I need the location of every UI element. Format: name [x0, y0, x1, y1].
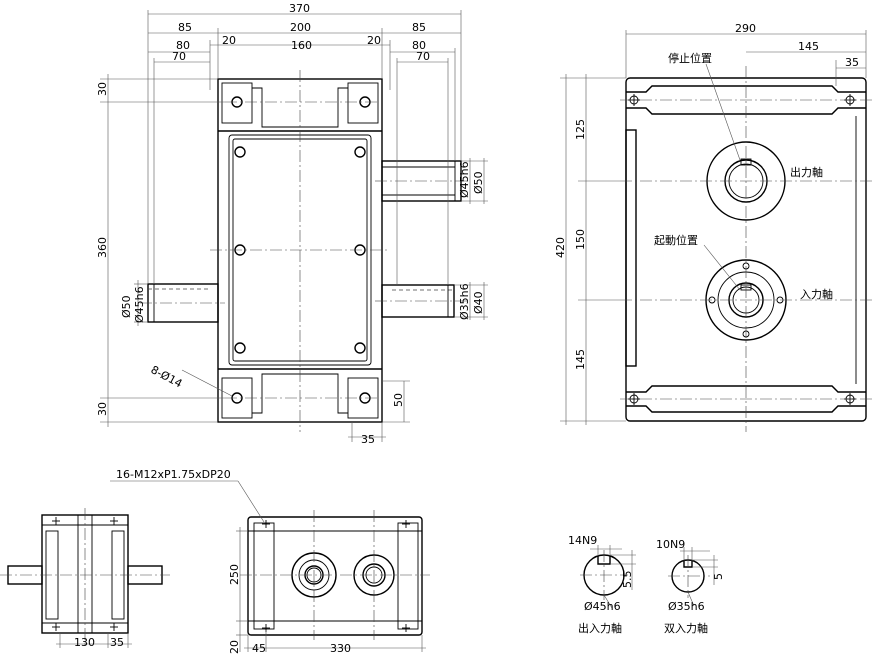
- foot-top-left: [221, 82, 253, 124]
- keyway-1-width: 14N9: [568, 534, 597, 547]
- side-dim-290: 290: [735, 22, 756, 35]
- foot-top-right: [347, 82, 379, 124]
- keyway-detail-2: 10N9 5 Ø35h6 双入力軸: [656, 538, 725, 635]
- keyway-detail-1: 14N9 5.5 Ø45h6 出入力軸: [568, 534, 636, 635]
- start-position-label: 起動位置: [654, 233, 698, 247]
- side-dim-150: 150: [574, 229, 587, 250]
- keyway-2-label: 双入力軸: [664, 621, 708, 635]
- side-plate: [625, 129, 637, 367]
- bottom-mid-view: 16-M12xP1.75xDP20 250 20 45 330: [110, 468, 430, 655]
- keyway-2-depth: 5: [712, 573, 725, 580]
- dim-35: 35: [361, 433, 375, 446]
- dim-70-left: 70: [172, 50, 186, 63]
- dim-20-left: 20: [222, 34, 236, 47]
- side-bolts: [628, 94, 856, 405]
- keyway-1-depth: 5.5: [621, 571, 634, 589]
- dim-30-top: 30: [96, 82, 109, 96]
- output-shaft-label: 出力軸: [790, 165, 823, 179]
- dim-80-right: 80: [412, 39, 426, 52]
- side-dim-145: 145: [798, 40, 819, 53]
- dim-30-bottom: 30: [96, 402, 109, 416]
- input-shaft-dia: Ø40: [472, 291, 485, 314]
- dim-50: 50: [392, 393, 405, 407]
- dim-80-left: 80: [176, 39, 190, 52]
- top-view: 370 85 200 85 80 20 160 20 80 70 70 30: [96, 2, 488, 446]
- front-dim-35: 35: [110, 636, 124, 649]
- keyway-2-dia: Ø35h6: [668, 600, 705, 613]
- keyway-1-label: 出入力軸: [578, 621, 622, 635]
- side-dim-420: 420: [554, 237, 567, 258]
- mid-dim-330: 330: [330, 642, 351, 655]
- side-outline: [247, 516, 423, 636]
- left-shaft-dia: Ø50: [120, 295, 133, 318]
- dim-160: 160: [291, 39, 312, 52]
- output-shaft-dia: Ø50: [472, 171, 485, 194]
- stop-position-label: 停止位置: [668, 51, 712, 65]
- output-shaft-fit: Ø45h6: [458, 161, 471, 198]
- bottom-left-view: 130 35: [0, 508, 170, 649]
- side-dim-125: 125: [574, 119, 587, 140]
- keyway-1-dia: Ø45h6: [584, 600, 621, 613]
- dim-370: 370: [289, 2, 310, 15]
- dim-70-right: 70: [416, 50, 430, 63]
- dim-20-right: 20: [367, 34, 381, 47]
- dim-200: 200: [290, 21, 311, 34]
- front-dim-130: 130: [74, 636, 95, 649]
- dim-85-left: 85: [178, 21, 192, 34]
- thread-callout: 16-M12xP1.75xDP20: [116, 468, 231, 481]
- hole-callout: 8-Ø14: [149, 363, 185, 390]
- mid-dim-45: 45: [252, 642, 266, 655]
- side-view: 290 145 35 420 125 150 145 停止位置 起動位置 出力軸…: [554, 22, 872, 432]
- left-shaft-fit: Ø45h6: [133, 286, 146, 323]
- mid-dim-250: 250: [228, 564, 241, 585]
- side-dim-145-v: 145: [574, 349, 587, 370]
- dim-360: 360: [96, 237, 109, 258]
- keyway-2-width: 10N9: [656, 538, 685, 551]
- side-dim-35: 35: [845, 56, 859, 69]
- input-shaft-fit: Ø35h6: [458, 283, 471, 320]
- mid-dim-20: 20: [228, 640, 241, 654]
- dim-85-right: 85: [412, 21, 426, 34]
- input-shaft-label: 入力軸: [800, 287, 833, 301]
